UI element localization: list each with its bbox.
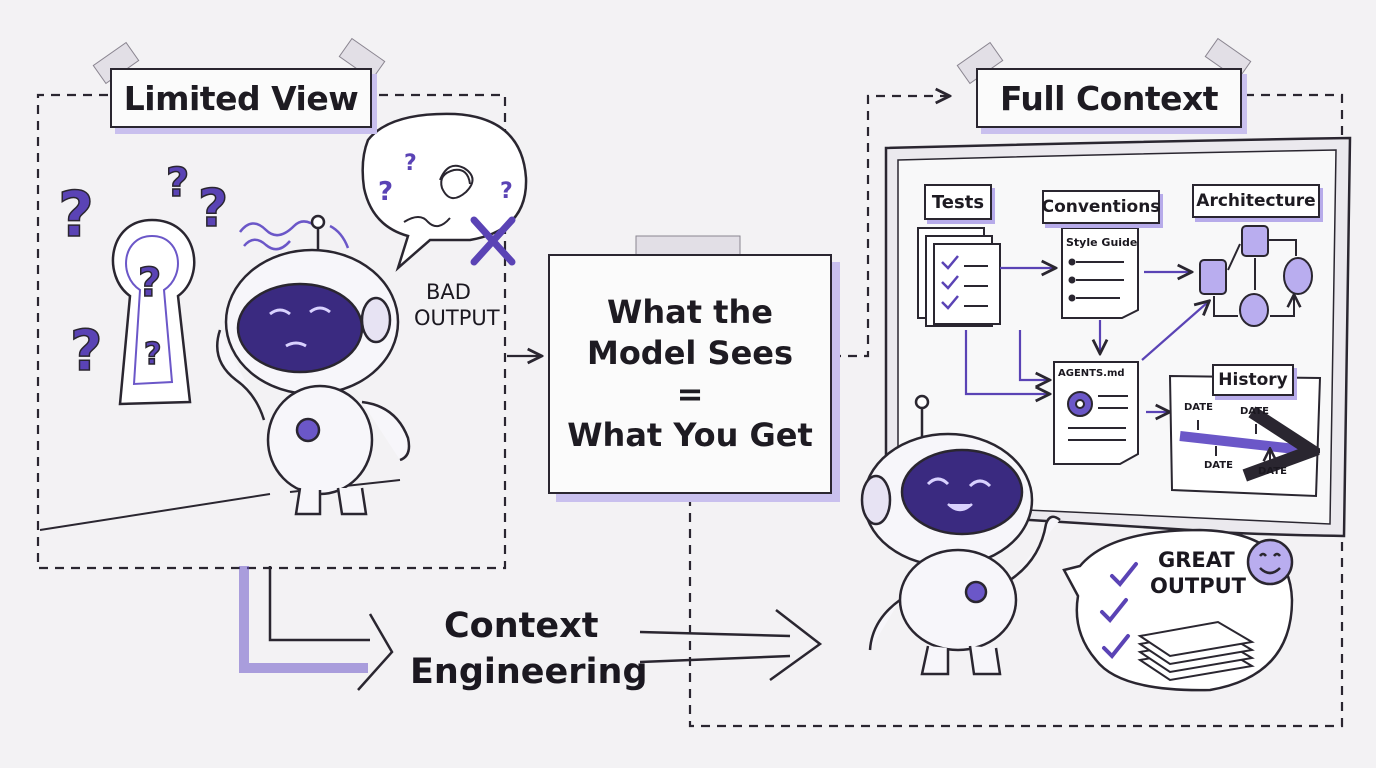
svg-text:?: ? xyxy=(166,160,189,206)
history-label-text: History xyxy=(1218,370,1288,390)
tests-label-text: Tests xyxy=(931,191,985,213)
svg-text:?: ? xyxy=(198,179,228,239)
center-to-fullcontext-arrow xyxy=(832,96,948,358)
smiley-icon xyxy=(1246,538,1294,586)
center-card-line1: What the xyxy=(607,293,773,331)
board-connectors xyxy=(964,268,1208,412)
svg-text:?: ? xyxy=(144,337,161,372)
history-date-3: DATE xyxy=(1204,460,1233,471)
great-output-label-line2: OUTPUT xyxy=(1150,574,1246,598)
keyhole-icon xyxy=(111,218,196,406)
thought-bubble: ? ? ? xyxy=(361,112,528,272)
bad-output-label-line1: BAD xyxy=(426,280,471,304)
full-context-title: Full Context xyxy=(976,68,1242,128)
confusion-swirl-icon xyxy=(239,220,350,251)
svg-text:?: ? xyxy=(378,177,393,207)
style-guide-label: Style Guide xyxy=(1066,236,1138,249)
bottom-arrows xyxy=(239,566,823,691)
checkmark-icons xyxy=(1100,562,1138,659)
happy-robot-icon xyxy=(860,394,1061,676)
limited-view-title: Limited View xyxy=(110,68,372,128)
center-card: What the Model Sees = What You Get xyxy=(548,254,832,494)
bad-output-label-line2: OUTPUT xyxy=(414,306,500,330)
svg-text:?: ? xyxy=(404,151,417,176)
question-marks: ? ? ? ? ? ? xyxy=(57,159,229,385)
context-engineering-line2: Engineering xyxy=(410,652,648,692)
conventions-label: Conventions xyxy=(1042,190,1160,224)
limited-view-title-text: Limited View xyxy=(123,78,359,118)
svg-text:?: ? xyxy=(70,319,102,384)
history-date-2: DATE xyxy=(1240,406,1269,417)
history-label: History xyxy=(1212,364,1294,396)
x-mark-icon xyxy=(470,216,516,266)
architecture-label: Architecture xyxy=(1192,184,1320,218)
history-date-4: DATE xyxy=(1258,466,1287,477)
svg-text:?: ? xyxy=(58,178,94,251)
center-card-equals: = xyxy=(676,375,704,413)
great-output-label-line1: GREAT xyxy=(1158,548,1235,572)
style-guide-document-icon xyxy=(1061,227,1139,319)
great-output-bubble xyxy=(1062,528,1294,692)
database-icons xyxy=(1199,225,1313,327)
agents-document-icon xyxy=(1053,361,1139,465)
center-card-line2: Model Sees xyxy=(586,334,794,372)
tests-document-icons xyxy=(917,227,1001,327)
agents-md-label: AGENTS.md xyxy=(1058,368,1125,379)
center-card-line3: What You Get xyxy=(567,416,813,454)
paper-stack-icon xyxy=(1137,620,1255,682)
right-panel-frame xyxy=(688,93,1344,728)
tests-label: Tests xyxy=(924,184,992,220)
context-engineering-line1: Context xyxy=(444,606,599,646)
svg-text:?: ? xyxy=(138,260,161,306)
architecture-label-text: Architecture xyxy=(1196,191,1316,211)
confused-robot-icon xyxy=(216,214,411,516)
full-context-title-text: Full Context xyxy=(999,78,1219,118)
left-panel-frame xyxy=(36,93,507,570)
conventions-label-text: Conventions xyxy=(1041,197,1161,217)
history-date-1: DATE xyxy=(1184,402,1213,413)
svg-text:?: ? xyxy=(500,179,513,204)
